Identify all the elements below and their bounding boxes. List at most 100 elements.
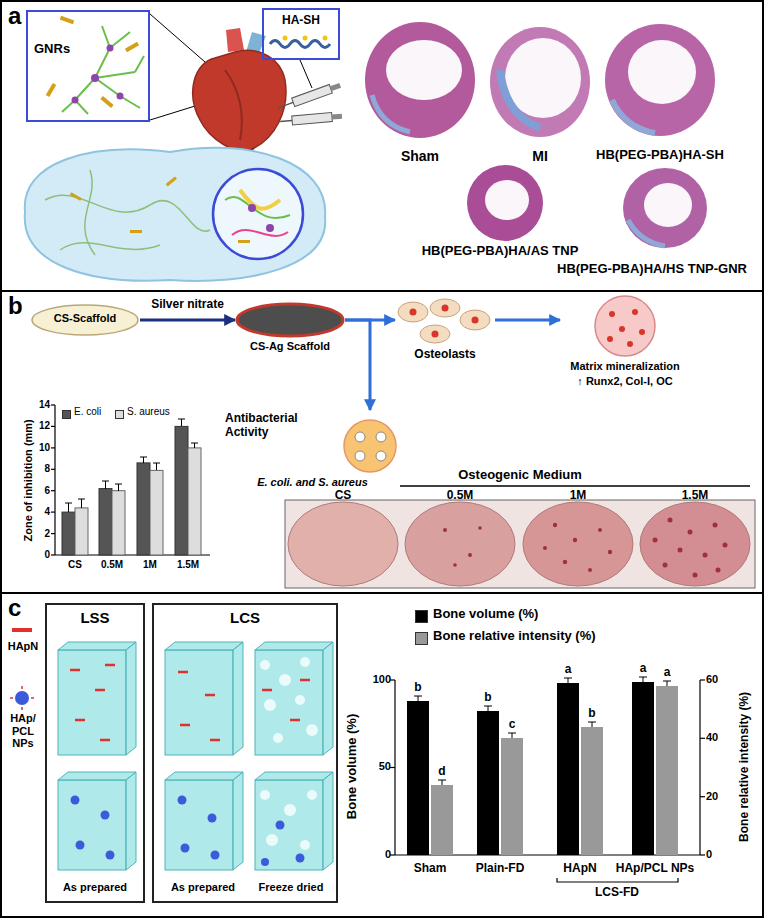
bar-chart (51, 533, 55, 534)
chart-label: a (635, 662, 651, 676)
chart-label: 20 (706, 790, 736, 803)
chart-label: a (659, 666, 675, 680)
chart-label: 40 (706, 731, 736, 744)
node-shape (619, 326, 625, 332)
legend-text: HApN (2, 640, 44, 653)
hydrogel-blob (25, 148, 325, 281)
tissue-section (467, 165, 543, 241)
legend-text: Bone volume (%) (433, 607, 538, 622)
scaffold-prism (290, 719, 300, 722)
bar-chart (188, 448, 201, 555)
chart-label: 12 (18, 420, 50, 432)
node-shape (609, 311, 615, 317)
bar-chart (51, 447, 55, 448)
scaffold-prism (233, 772, 243, 870)
culture-plate (598, 528, 602, 532)
legend-text: S. aureus (127, 406, 170, 418)
culture-plate (400, 485, 750, 487)
culture-plate (653, 538, 658, 543)
inset-box: GNRs (26, 10, 150, 122)
polymer-chain (283, 36, 288, 41)
scaffold-prism (178, 796, 187, 805)
chart-label: HApN (545, 862, 615, 876)
hydrogel-blob (232, 230, 288, 236)
nanorod-network (91, 74, 99, 82)
node-shape (607, 336, 613, 342)
culture-plate (563, 560, 567, 564)
node-text: b (8, 292, 23, 320)
chart-label: CS (55, 559, 95, 571)
bar-chart (62, 426, 188, 555)
nanorod-network (62, 26, 144, 114)
nanorod-network (117, 93, 124, 100)
chart-label: 1.5M (665, 489, 725, 503)
scaffold-prism (307, 790, 317, 800)
scaffold-prism (76, 841, 85, 850)
bar-chart (65, 419, 198, 512)
node-shape (595, 296, 655, 356)
axis-title: Zone of inhibition (mm) (22, 405, 35, 555)
bar-chart (51, 405, 210, 555)
scaffold-prism (273, 733, 283, 743)
scaffold-prism (178, 671, 188, 674)
chart-label: 0.5M (430, 489, 490, 503)
scaffold-prism (181, 844, 190, 853)
node-shape (430, 299, 460, 317)
hydrogel-blob (25, 148, 325, 281)
axis-title: Bone volume (%) (345, 692, 360, 842)
tissue-section (605, 24, 715, 136)
bar-chart (112, 491, 125, 555)
scaffold-prism (255, 780, 323, 870)
scaffold-prism (180, 724, 190, 727)
scaffold-prism (261, 858, 269, 866)
scaffold-prism (75, 719, 85, 722)
culture-plate (678, 548, 683, 553)
nanorod-network (46, 16, 144, 114)
node-text: Antibacterial Activity (225, 412, 333, 440)
bar-chart (51, 405, 210, 555)
culture-plate (723, 543, 728, 548)
hydrogel-blob (45, 170, 210, 255)
chart-label: Sham (380, 148, 460, 164)
panel-band: aGNRsHA-SH (0, 0, 764, 292)
bar-chart (175, 426, 188, 555)
bar-chart (65, 419, 198, 512)
scaffold-prism (260, 790, 270, 800)
scaffold-prism (323, 772, 333, 870)
chart-label: MI (510, 148, 570, 164)
scaffold-prism (70, 669, 80, 672)
heart-illustration (332, 114, 342, 120)
scaffold-box: LSSAs prepared (45, 603, 145, 903)
polymer-chain (270, 36, 330, 48)
flow-arrow (495, 319, 560, 322)
polymer-chain (270, 41, 330, 48)
node-shape (607, 309, 645, 347)
chart-label: 4 (18, 506, 50, 518)
scaffold-prism (295, 695, 305, 705)
legend-text: Bone relative intensity (%) (433, 629, 596, 644)
legend-swatch (115, 410, 124, 419)
scaffold-prism (255, 772, 333, 780)
node-shape (376, 451, 386, 461)
culture-plate (443, 518, 728, 578)
scaffold-prism (165, 642, 243, 650)
nanorod-network (62, 26, 144, 114)
nanorod-network (46, 16, 139, 108)
chart-label: 8 (18, 463, 50, 475)
heart-illustration (226, 28, 244, 52)
bar-chart (407, 682, 654, 855)
heart-illustration (225, 70, 242, 140)
heart-illustration (280, 121, 292, 122)
node-text: CS-Ag Scaffold (235, 340, 345, 353)
culture-plate (668, 518, 673, 523)
symbol-key (10, 697, 13, 699)
scaffold-prism (100, 739, 110, 742)
culture-plate (608, 550, 612, 554)
bar-chart (477, 711, 499, 855)
hydrogel-blob (213, 169, 303, 259)
scaffold-prism (255, 642, 333, 650)
node-shape (460, 310, 490, 330)
chart-label: 10 (18, 442, 50, 454)
inset-box: HA-SH (262, 8, 340, 60)
